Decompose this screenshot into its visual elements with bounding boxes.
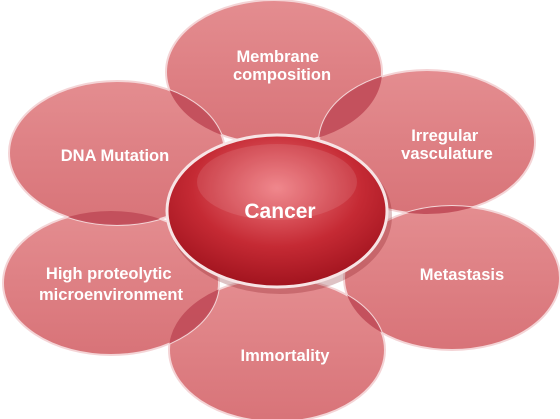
label-irregular-vasculature: Irregular vasculature bbox=[401, 127, 493, 163]
label-vasculature-line-2: vasculature bbox=[401, 145, 493, 163]
label-metastasis: Metastasis bbox=[420, 266, 504, 284]
label-dna-line-1: DNA Mutation bbox=[61, 147, 169, 165]
label-membrane-composition: Membrane composition bbox=[233, 48, 331, 84]
label-layer: Membrane composition Irregular vasculatu… bbox=[39, 48, 504, 365]
center-label: Cancer bbox=[244, 200, 315, 223]
label-dna-mutation: DNA Mutation bbox=[61, 147, 169, 165]
label-membrane-line-2: composition bbox=[233, 66, 331, 84]
label-immortality-line-1: Immortality bbox=[241, 347, 331, 365]
label-immortality: Immortality bbox=[241, 347, 331, 365]
label-vasculature-line-1: Irregular bbox=[411, 127, 479, 145]
label-metastasis-line-1: Metastasis bbox=[420, 266, 504, 284]
center-circle bbox=[165, 133, 389, 289]
label-membrane-line-1: Membrane bbox=[236, 48, 319, 66]
center-highlight bbox=[197, 144, 357, 220]
label-proteolytic-line-1: High proteolytic bbox=[46, 265, 172, 283]
center-node: Cancer bbox=[165, 133, 392, 294]
label-proteolytic-line-2: microenvironment bbox=[39, 286, 183, 304]
label-high-proteolytic: High proteolytic microenvironment bbox=[39, 265, 183, 304]
